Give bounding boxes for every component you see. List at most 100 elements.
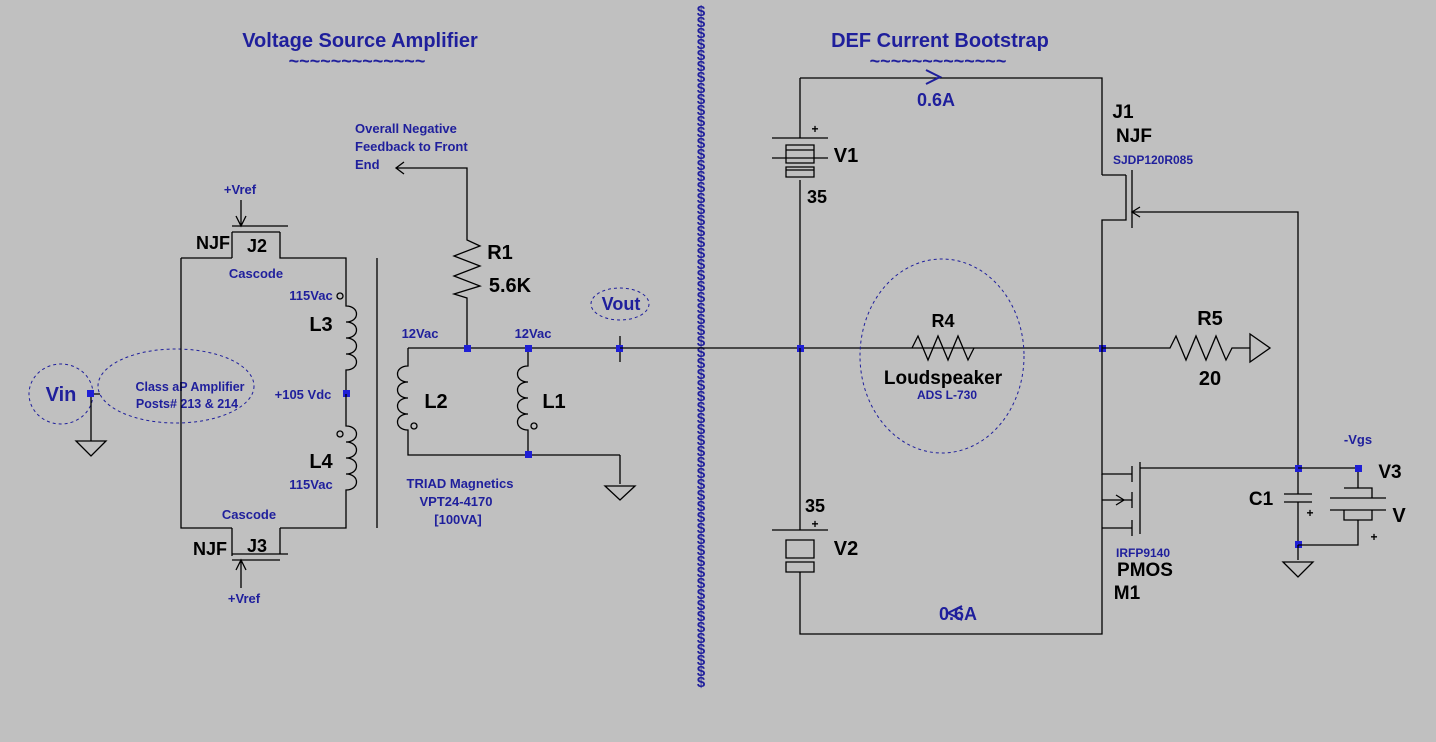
divider-glyph: $ [697,443,706,460]
divider-glyph: $ [697,366,706,383]
j1-part: SJDP120R085 [1113,153,1193,167]
v3-name: V3 [1378,462,1401,483]
bottom-current-label: 0.6A [939,604,977,624]
j2-symbol [232,225,347,288]
v3-value: V [1392,505,1406,527]
vin-wire [90,393,100,432]
vout-net-ellipse [590,287,650,321]
r4-part: ADS L-730 [917,388,977,402]
vin-label: Vin [46,384,77,406]
c1-name: C1 [1249,489,1274,510]
l3-name: L3 [309,314,332,336]
divider-glyph: $ [697,608,706,625]
l1-top-junction [525,345,532,352]
divider-glyph: $ [697,575,706,592]
amp-label-line1: Class aP Amplifier [135,380,244,394]
l2-phase-dot [410,422,418,430]
divider-glyph: $ [697,256,706,273]
vref-top-label: +Vref [224,182,257,197]
c1-ground-icon [1281,545,1315,578]
divider-glyph: $ [697,630,706,647]
v1-plus: + [811,122,818,136]
divider-glyph: $ [697,344,706,361]
j1-gate-wire [1130,206,1299,468]
divider-glyph: $ [697,311,706,328]
feedback-line1: Overall Negative [355,121,457,136]
j2-name: J2 [247,236,267,256]
divider-glyph: $ [697,102,706,119]
divider-glyph: $ [697,542,706,559]
m1-part: IRFP9140 [1116,546,1170,560]
r1-resistor [451,232,482,348]
divider-glyph: $ [697,245,706,262]
feedback-arrow-icon [394,161,468,232]
title-def-current-bootstrap: DEF Current Bootstrap [831,30,1049,52]
divider-glyph: $ [697,168,706,185]
divider-glyph: $ [697,58,706,75]
divider-glyph: $ [697,476,706,493]
j3-type: NJF [193,539,227,559]
r5-value: 20 [1199,368,1221,390]
l2-name: L2 [424,391,447,413]
divider-glyph: $ [697,80,706,97]
divider-glyph: $ [697,300,706,317]
divider-glyph: $ [697,619,706,636]
v2-value: 35 [805,496,825,516]
r5-resistor [1102,334,1250,362]
feedback-line3: End [355,157,380,172]
divider-glyph: $ [697,531,706,548]
vout-junction [616,345,623,352]
top-current-arrow-icon [925,69,943,85]
divider-glyph: $ [697,509,706,526]
c1-capacitor [1284,468,1312,545]
divider-glyph: $ [697,190,706,207]
divider-glyph: $ [697,289,706,306]
divider-glyph: $ [697,25,706,42]
m1-type: PMOS [1117,560,1173,581]
v1-value: 35 [807,187,827,207]
j3-name: J3 [247,536,267,556]
divider-glyph: $ [697,234,706,251]
top-loop-wire [800,77,1103,175]
l3-coil [345,288,358,394]
l4-name: L4 [309,451,333,473]
vref-top-arrow-icon [235,200,247,228]
vin-junction [87,390,94,397]
divider-glyph: $ [697,135,706,152]
j2-type: NJF [196,233,230,253]
divider-glyph: $ [697,399,706,416]
m1-name: M1 [1114,583,1141,604]
divider-glyph: $ [697,377,706,394]
amp-label-line2: Posts# 213 & 214 [136,397,238,411]
r1-value: 5.6K [489,275,532,297]
amp-block-ellipse [97,348,255,424]
j1-type: NJF [1116,126,1152,147]
r4-desc: Loudspeaker [884,368,1003,389]
top-current-label: 0.6A [917,90,955,110]
v3-net-label: -Vgs [1344,432,1372,447]
divider-glyph: $ [697,564,706,581]
divider-glyph: $ [697,322,706,339]
triad-line3: [100VA] [434,512,481,527]
l1-phase-dot [530,422,538,430]
divider-glyph: $ [697,201,706,218]
loudspeaker-ellipse [859,258,1025,454]
divider-glyph: $ [697,487,706,504]
divider-glyph: $ [697,410,706,427]
cascode-left-wire [180,257,232,529]
divider-glyph: $ [697,663,706,680]
v2-name: V2 [834,538,858,560]
dollar-divider: $$$$$$$$$$$$$$$$$$$$$$$$$$$$$$$$$$$$$$$$… [697,3,706,691]
divider-glyph: $ [697,47,706,64]
v2-plus: + [811,517,818,531]
l1-coil [516,348,529,455]
divider-glyph: $ [697,267,706,284]
v3-plus: + [1370,530,1377,544]
divider-glyph: $ [697,520,706,537]
feedback-line2: Feedback to Front [355,139,468,154]
l4-coil [280,394,358,529]
title-voltage-source-amplifier: Voltage Source Amplifier [242,30,478,52]
l2-voltage: 12Vac [402,326,439,341]
divider-glyph: $ [697,641,706,658]
triad-line2: VPT24-4170 [420,494,493,509]
